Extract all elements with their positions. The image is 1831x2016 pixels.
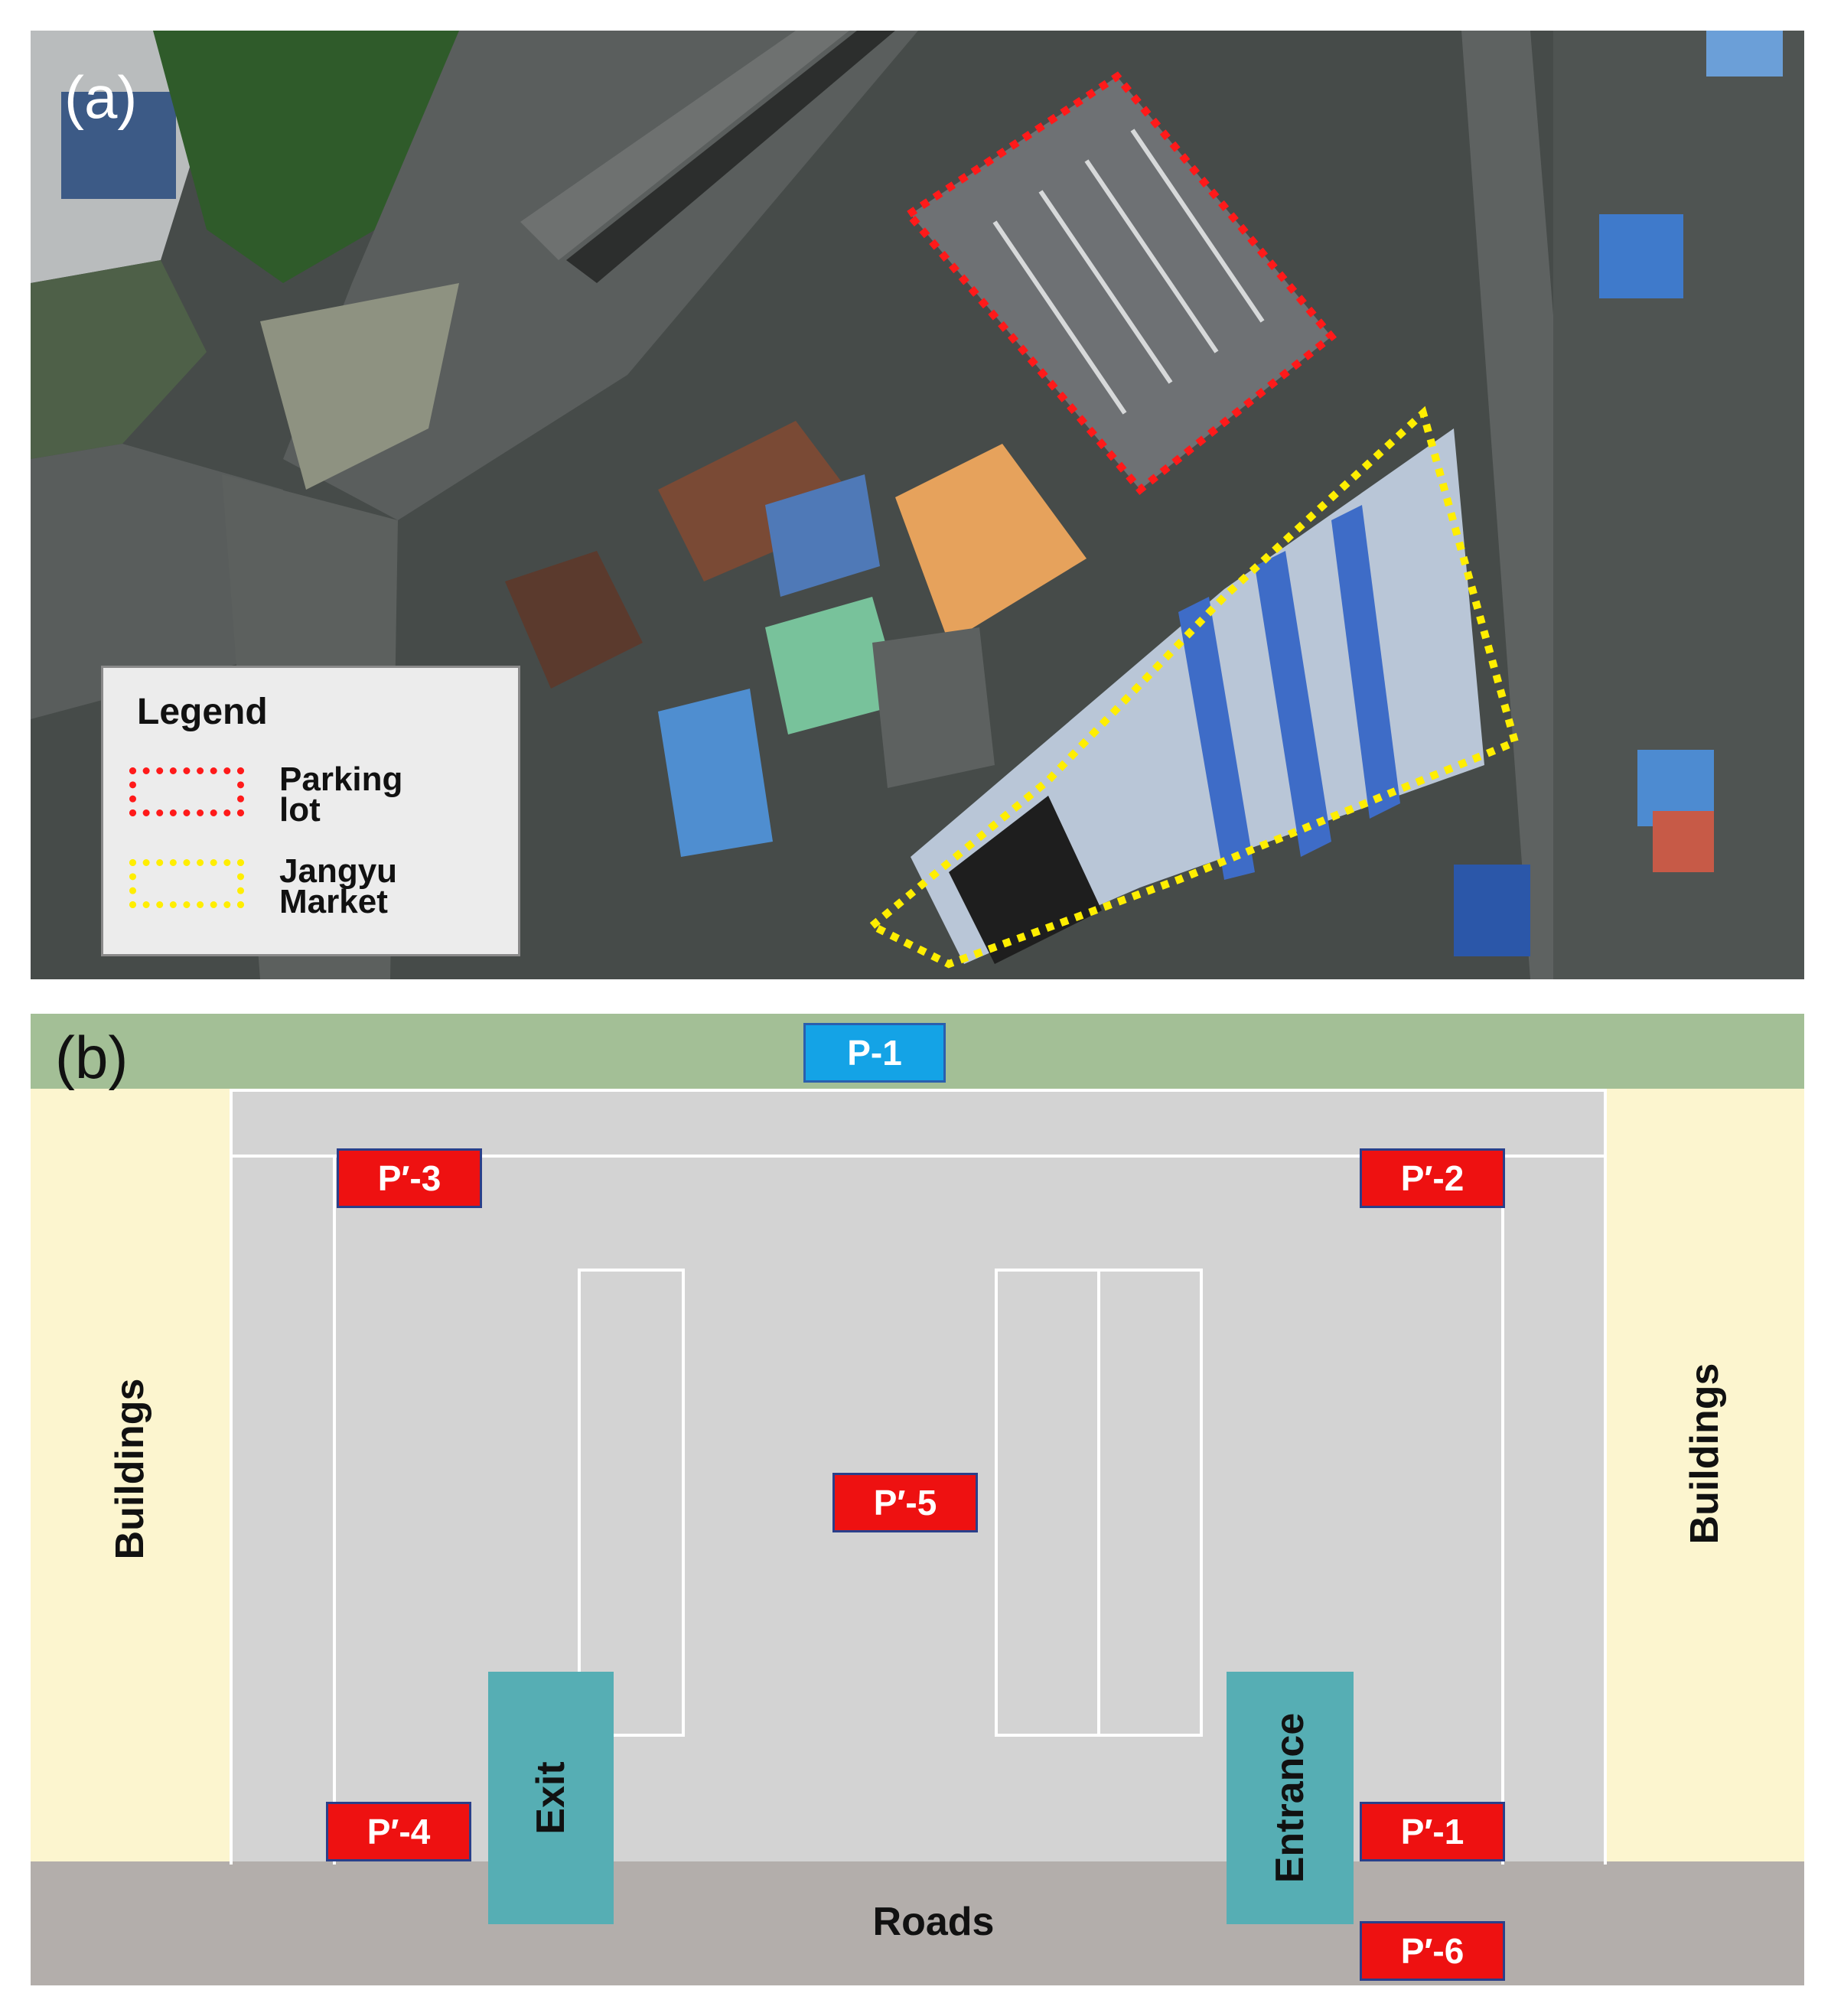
- buildings-left-label: Buildings: [108, 1378, 152, 1560]
- right-row-line: [1501, 1155, 1504, 1865]
- center-right-island-a: [995, 1269, 1100, 1737]
- top-lane-outline: [230, 1089, 1607, 1158]
- buildings-right-label: Buildings: [1683, 1363, 1727, 1545]
- point-p1: P-1: [803, 1023, 946, 1083]
- point-p-prime-6: P′-6: [1360, 1921, 1505, 1981]
- parking-lot-swatch: [129, 767, 244, 816]
- point-p-prime-5: P′-5: [832, 1473, 978, 1532]
- lot-outline: [230, 1155, 1607, 1865]
- legend-title: Legend: [137, 692, 268, 732]
- map-legend: Legend Parking lot Jangyu Market: [101, 666, 520, 956]
- point-p-prime-2: P′-2: [1360, 1148, 1505, 1208]
- center-right-island-b: [1097, 1269, 1203, 1737]
- aerial-image: [31, 31, 1804, 979]
- buildings-right-area: [1605, 1089, 1804, 1863]
- buildings-left-area: [31, 1089, 230, 1863]
- jangyu-market-label-line2: Market: [279, 883, 388, 920]
- jangyu-market-swatch: [129, 859, 244, 908]
- point-p-prime-3: P′-3: [337, 1148, 482, 1208]
- panel-a-tag: (a): [64, 64, 138, 131]
- parking-lot-schematic: Exit Entrance Buildings Buildings Roads …: [31, 1014, 1804, 1985]
- center-left-island: [578, 1269, 685, 1737]
- parking-lot-label-line2: lot: [279, 791, 321, 829]
- point-p-prime-1: P′-1: [1360, 1802, 1505, 1861]
- entrance-gate: [1227, 1672, 1354, 1924]
- jangyu-market-label-line1: Jangyu: [279, 852, 398, 890]
- left-row-line: [333, 1155, 336, 1865]
- entrance-label: Entrance: [1268, 1712, 1312, 1884]
- exit-label: Exit: [529, 1761, 573, 1835]
- roads-area: [31, 1861, 1804, 1985]
- exit-gate: [488, 1672, 614, 1924]
- aerial-map-panel: (a) Legend Parking lot Jangyu Market: [31, 31, 1804, 979]
- panel-b-tag: (b): [55, 1024, 129, 1091]
- roads-label: Roads: [872, 1900, 995, 1944]
- point-p-prime-4: P′-4: [326, 1802, 471, 1861]
- parking-lot-label-line1: Parking: [279, 760, 403, 798]
